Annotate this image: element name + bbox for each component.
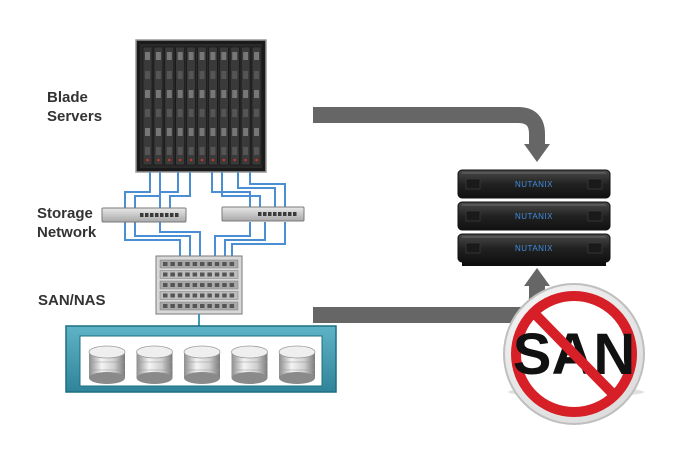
- blade-servers-label-line1: Blade: [47, 89, 88, 106]
- disk-drive-icon: [278, 345, 316, 384]
- arrow-blade-to-nutanix: [313, 107, 550, 162]
- disk-drive-icon: [231, 345, 268, 384]
- prohibition-sign-icon: SAN: [503, 283, 645, 425]
- nutanix-node: NUTANIX: [457, 201, 611, 231]
- storage-network-label-line2: Network: [37, 224, 97, 241]
- blade-slot: [175, 46, 185, 166]
- nutanix-node: NUTANIX: [457, 169, 611, 199]
- blade-slot: [219, 46, 229, 166]
- san-nas-label: SAN/NAS: [38, 292, 106, 309]
- nutanix-logo-text: NUTANIX: [515, 180, 553, 189]
- blade-servers-label: Blade Servers: [47, 88, 102, 126]
- nutanix-logo-text: NUTANIX: [515, 212, 553, 221]
- disk-drive-icon: [88, 345, 126, 384]
- network-switch-icon: [221, 206, 305, 222]
- san-controller-icon: [155, 255, 243, 315]
- blade-slot: [240, 46, 251, 166]
- disk-drive-icon: [183, 345, 221, 384]
- nutanix-node: NUTANIX: [457, 233, 611, 266]
- network-switch-icon: [101, 207, 187, 223]
- blade-slot: [208, 46, 218, 166]
- blade-slot: [164, 46, 175, 166]
- storage-network-label: Storage Network: [37, 204, 96, 242]
- storage-array: [65, 325, 337, 393]
- blade-slot: [142, 46, 153, 166]
- disk-drive-icon: [136, 345, 173, 384]
- nutanix-cluster: NUTANIX NUTANIX NUTANIX: [457, 169, 611, 266]
- blade-slot: [229, 46, 240, 166]
- blade-slot: [197, 46, 207, 166]
- blade-server-chassis-icon: [135, 39, 267, 173]
- blade-servers-label-line2: Servers: [47, 108, 103, 125]
- blade-slot: [153, 46, 164, 166]
- blade-slot: [186, 46, 196, 166]
- nutanix-logo-text: NUTANIX: [515, 244, 553, 253]
- arrow-san-to-nutanix: [313, 268, 550, 323]
- blade-slot: [251, 46, 262, 166]
- storage-network-cables: [124, 172, 286, 258]
- storage-network-label-line1: Storage: [37, 205, 93, 222]
